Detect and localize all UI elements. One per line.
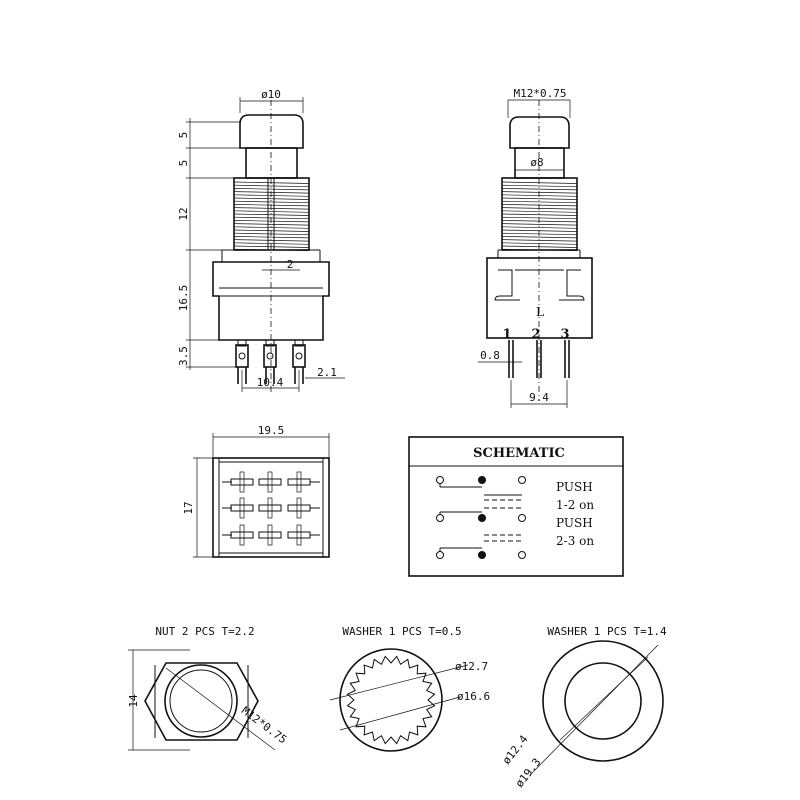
- dim-stem-height: 5: [177, 160, 190, 167]
- washer2-inner-dim: ø12.4: [500, 733, 531, 767]
- nut-drawing: NUT 2 PCS T=2.2 14 M12*0.75: [127, 625, 289, 751]
- washer1-inner-dim: ø12.7: [455, 660, 488, 673]
- front-pins: [235, 339, 306, 384]
- washer1-title: WASHER 1 PCS T=0.5: [342, 625, 461, 638]
- schematic-line-2: 1-2 on: [556, 498, 594, 512]
- dim-bottom-depth: 17: [182, 501, 195, 514]
- side-cap: [509, 116, 570, 149]
- side-view: M12*0.75 ø8 L 1 2 3 0.8 9.4: [478, 87, 593, 408]
- washer1-outer: [339, 648, 443, 752]
- side-body: [486, 257, 593, 339]
- nut-outer-circle: [164, 664, 238, 738]
- label-L: L: [536, 305, 544, 319]
- washer1-outer-dim: ø16.6: [457, 690, 490, 703]
- washer1-teeth: [346, 655, 436, 745]
- schematic-line-3: PUSH: [556, 516, 593, 530]
- dim-offset: 2: [287, 258, 294, 271]
- nut-flat-dim: 14: [127, 694, 140, 708]
- dim-thread-height: 12: [177, 207, 190, 220]
- schematic-title: SCHEMATIC: [473, 446, 565, 461]
- washer2-outer-dim: ø19.3: [513, 756, 544, 790]
- dim-bottom-width: 19.5: [258, 424, 285, 437]
- schematic-line-1: PUSH: [556, 480, 593, 494]
- plunger-outline: [245, 147, 298, 179]
- side-thread-lines: [501, 181, 578, 252]
- dim-pin-width: 2.1: [317, 366, 337, 379]
- washer2-title: WASHER 1 PCS T=1.4: [547, 625, 667, 638]
- schematic-line-4: 2-3 on: [556, 534, 594, 548]
- bottom-view: 19.5 17: [182, 424, 330, 558]
- washer2-outer: [542, 640, 664, 762]
- nut-thread-spec: M12*0.75: [239, 704, 289, 746]
- dim-pin-thickness: 0.8: [480, 349, 500, 362]
- bottom-outline: [212, 457, 330, 558]
- bottom-pin-grid: [222, 471, 320, 546]
- dim-pin-span: 10.4: [257, 376, 284, 389]
- nut-hexagon: [144, 662, 259, 741]
- schematic-box: SCHEMATIC PUSH 1-2 on PUSH 2-3 on: [408, 436, 624, 577]
- thread-lines: [233, 181, 310, 252]
- dim-side-pin-span: 9.4: [529, 391, 549, 404]
- washer2-inner: [564, 662, 642, 740]
- schematic-contacts: [436, 476, 526, 559]
- thread-spec: M12*0.75: [514, 87, 567, 100]
- cap-outline: [239, 114, 304, 149]
- side-pins: [508, 340, 570, 378]
- dim-cap-diameter: ø10: [261, 88, 281, 101]
- dim-pin-length: 3.5: [177, 346, 190, 366]
- washer-1-drawing: WASHER 1 PCS T=0.5 ø12.7 ø16.6: [329, 625, 490, 752]
- washer-2-drawing: WASHER 1 PCS T=1.4 ø12.4 ø19.3: [500, 625, 667, 790]
- pin-label-2: 2: [531, 327, 540, 342]
- front-view: ø10 5 5 12 16.5 3.5 2 10.4 2.1: [177, 88, 345, 392]
- dim-body-height: 16.5: [177, 285, 190, 312]
- pin-label-3: 3: [560, 327, 569, 342]
- stem-diameter: ø8: [530, 156, 543, 169]
- dim-cap-height: 5: [177, 132, 190, 139]
- nut-title: NUT 2 PCS T=2.2: [155, 625, 254, 638]
- nut-inner-circle: [169, 669, 233, 733]
- pin-label-1: 1: [502, 327, 511, 342]
